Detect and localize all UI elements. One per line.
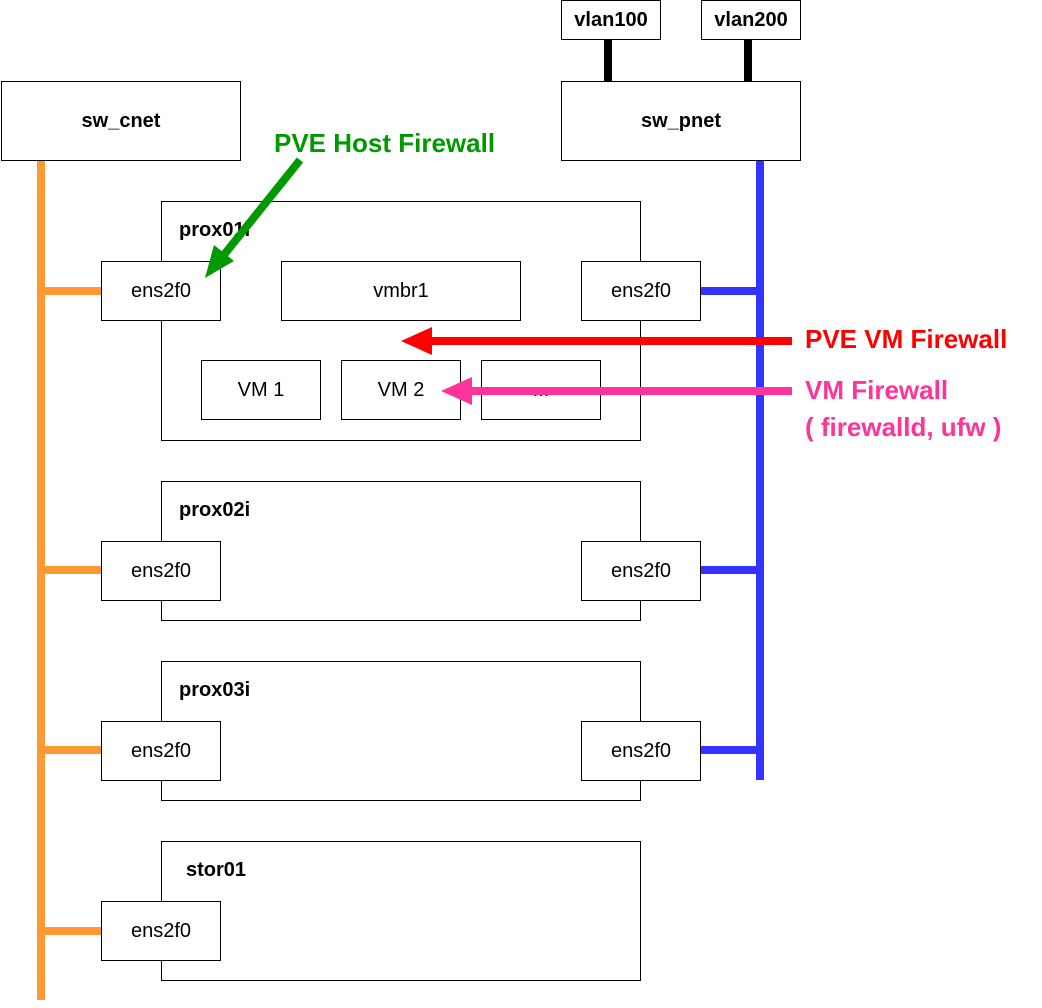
nic-prox03i-left: ens2f0 [101,721,221,781]
host-label-prox01i: prox01i [179,219,251,241]
vm-2: VM 2 [341,360,461,420]
vm-1: VM 1 [201,360,321,420]
host-label-prox02i: prox02i [179,499,251,521]
vlan100-box: vlan100 [561,0,661,40]
host-firewall-label: PVE Host Firewall [274,128,496,158]
sw-pnet-box: sw_pnet [561,81,801,161]
nic-prox02i-left: ens2f0 [101,541,221,601]
sw-cnet-box: sw_cnet [1,81,241,161]
host-label-stor01: stor01 [186,859,247,881]
host-stor01 [161,841,641,981]
vlan200-box: vlan200 [701,0,801,40]
nic-prox02i-right: ens2f0 [581,541,701,601]
vm-firewall-sublabel: ( firewalld, ufw ) [805,412,1002,442]
vm-firewall-label: VM Firewall [805,375,949,405]
nic-stor01-left: ens2f0 [101,901,221,961]
host-prox03i [161,661,641,801]
pve-vm-firewall-label: PVE VM Firewall [805,324,1008,354]
nic-prox01i-left: ens2f0 [101,261,221,321]
bridge-vmbr1: vmbr1 [281,261,521,321]
nic-prox03i-right: ens2f0 [581,721,701,781]
host-label-prox03i: prox03i [179,679,251,701]
vm-3: ... [481,360,601,420]
nic-prox01i-right: ens2f0 [581,261,701,321]
